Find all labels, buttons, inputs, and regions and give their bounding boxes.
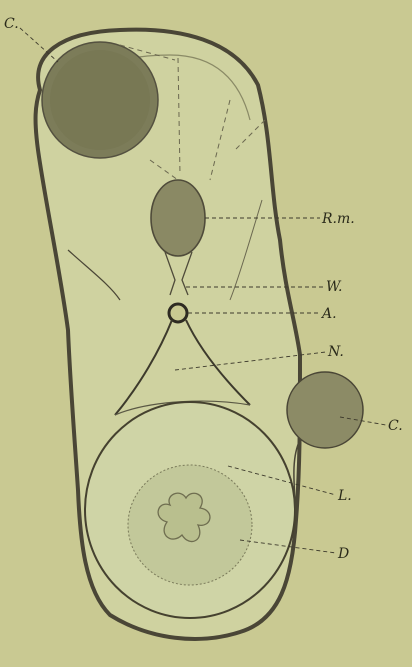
label-d: D xyxy=(337,546,349,562)
label-rm: R.m. xyxy=(321,211,355,227)
label-n: N. xyxy=(327,344,344,360)
right-circle xyxy=(287,372,363,448)
label-a: A. xyxy=(320,306,337,322)
label-c-top: C. xyxy=(4,16,19,32)
a-ring xyxy=(169,304,187,322)
label-l: L. xyxy=(337,488,352,504)
label-c-right: C. xyxy=(388,418,403,434)
label-w: W. xyxy=(326,279,342,295)
rm-oval xyxy=(151,180,205,256)
